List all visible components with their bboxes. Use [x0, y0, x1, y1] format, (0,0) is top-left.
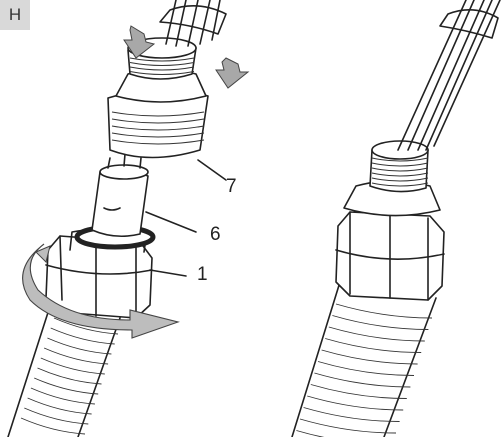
hose-corrugation: [321, 349, 418, 365]
gland-thread: [111, 132, 205, 138]
hose-corrugation: [40, 357, 105, 375]
right-cables: [397, 0, 501, 151]
right-corrugated-hose: [291, 281, 437, 437]
hose-corrugation: [50, 327, 115, 345]
hose-corrugation: [34, 377, 99, 395]
callout-nut: 1: [197, 264, 208, 285]
gland-thread: [371, 172, 429, 177]
hose-corrugation: [310, 384, 407, 399]
hose-corrugation: [317, 361, 415, 376]
callout-gland: 7: [226, 176, 237, 197]
hose-corrugation: [335, 303, 433, 319]
gland-thread: [371, 182, 429, 187]
gland-thread: [111, 118, 205, 124]
gland-thread: [129, 57, 195, 62]
hose-corrugation: [27, 397, 92, 415]
push-arrow-right: [215, 57, 250, 89]
gland-thread: [129, 66, 195, 71]
gland-thread: [111, 111, 205, 117]
hose-corrugation: [314, 372, 411, 388]
left-threaded-gland: [107, 37, 209, 159]
gland-thread: [129, 71, 195, 75]
gland-thread: [371, 167, 429, 172]
left-assembly: [7, 0, 250, 437]
gland-thread: [371, 157, 429, 162]
left-corrugated-hose: [7, 299, 121, 437]
left-cables: [165, 0, 221, 47]
hose-corrugation: [299, 418, 397, 434]
hose-corrugation: [296, 430, 325, 437]
right-cable-sleeve: [439, 9, 499, 39]
hose-corrugation: [332, 315, 429, 330]
gland-thread: [129, 62, 195, 66]
hose-corrugation: [20, 417, 86, 435]
gland-thread: [111, 139, 205, 145]
hose-corrugation: [53, 317, 119, 335]
left-insert-tube: [91, 153, 149, 238]
hose-corrugation: [24, 407, 89, 425]
gland-thread: [111, 125, 205, 131]
hose-corrugation: [30, 387, 95, 405]
step-badge: H: [0, 0, 30, 30]
right-assembly: [291, 0, 501, 437]
hose-corrugation: [47, 337, 112, 355]
hose-corrugation: [37, 367, 102, 385]
gland-thread: [371, 177, 429, 182]
right-hex-nut: [335, 211, 445, 301]
leader-line-6: [145, 211, 197, 233]
hose-corrugation: [303, 407, 400, 422]
leader-line-1: [149, 269, 187, 277]
hose-corrugation: [328, 326, 425, 342]
hose-corrugation: [43, 347, 109, 365]
gland-thread: [371, 162, 429, 167]
hose-corrugation: [307, 395, 404, 411]
push-arrow-left: [123, 25, 156, 59]
leader-line-7: [197, 159, 227, 181]
hose-corrugation: [325, 338, 422, 353]
right-threaded-gland: [343, 140, 441, 217]
callout-insert: 6: [210, 224, 221, 245]
rotation-arrow: [22, 243, 180, 339]
